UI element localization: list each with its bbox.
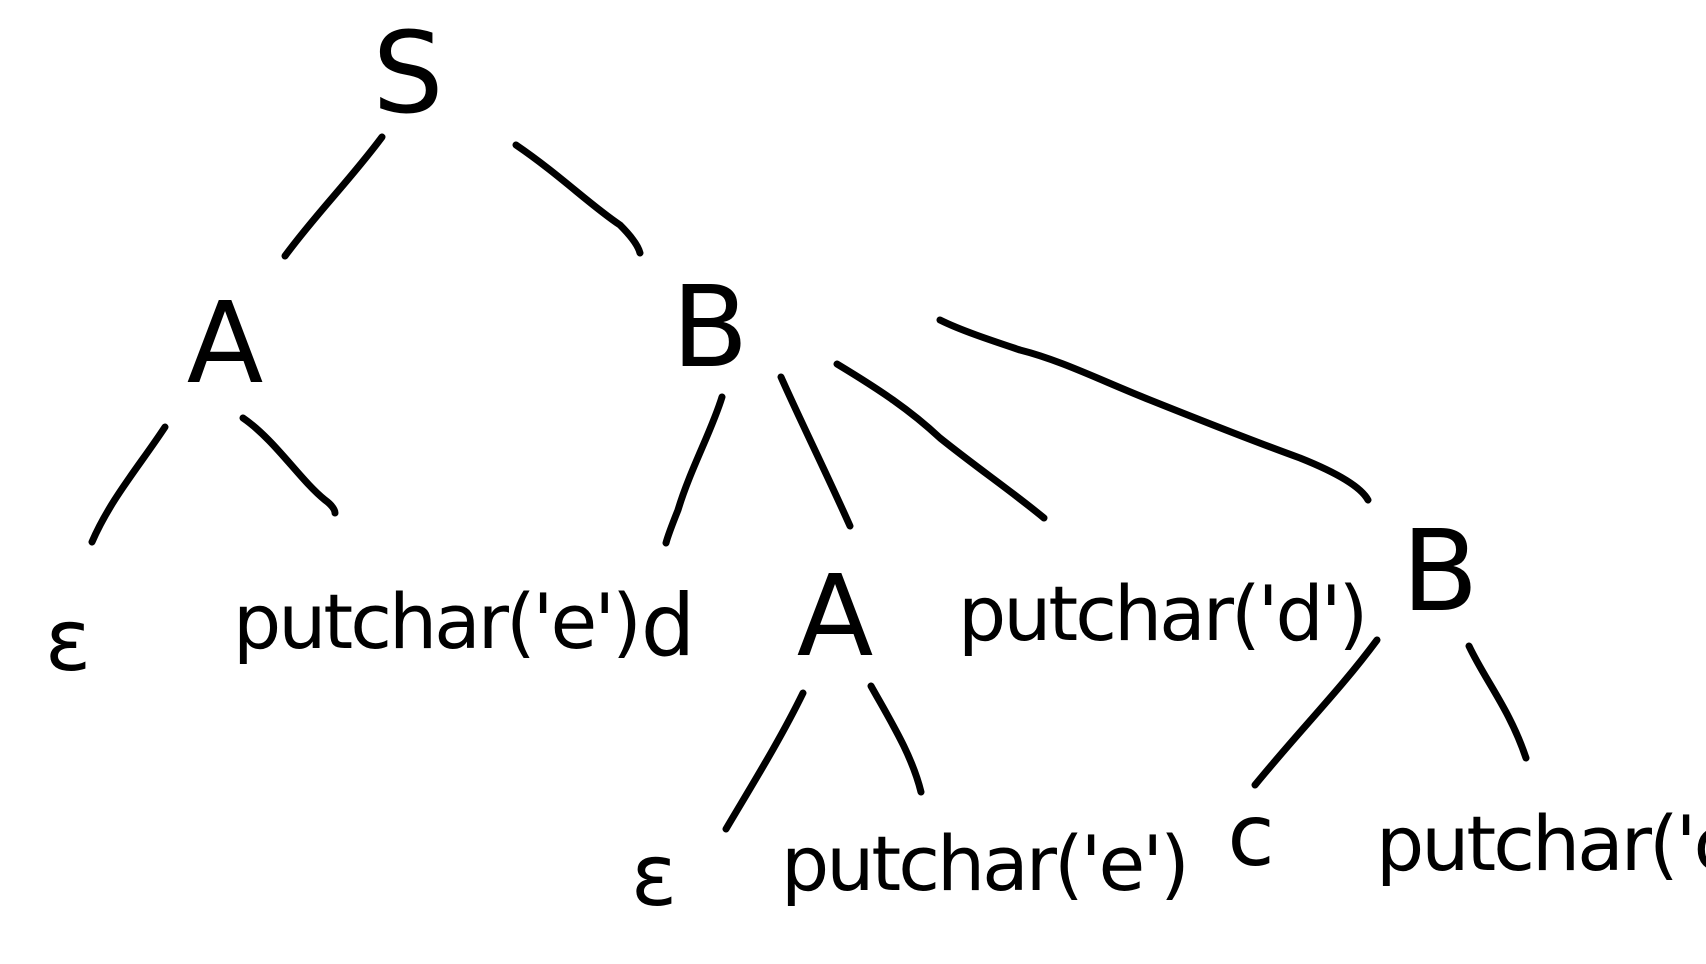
- edge-b2-putchar: [1465, 642, 1530, 762]
- node-b-far-right: B: [1402, 507, 1479, 637]
- edge-b-a: [777, 373, 854, 530]
- node-b-right: B: [672, 263, 749, 393]
- edge-b2-c: [1251, 636, 1381, 789]
- tree-edges: [88, 133, 1530, 833]
- edge-a-putchar: [239, 414, 339, 517]
- node-epsilon-2: ε: [631, 826, 678, 926]
- edge-s-a: [281, 133, 386, 260]
- node-epsilon-1: ε: [45, 591, 92, 691]
- edge-a-epsilon: [88, 423, 169, 546]
- edge-a2-putchar: [867, 682, 925, 796]
- node-d: d: [641, 576, 696, 676]
- node-a-left: A: [187, 279, 264, 409]
- node-putchar-e-1: putchar('e'): [233, 577, 639, 666]
- node-putchar-d: putchar('d'): [958, 569, 1365, 658]
- edge-s-b: [512, 141, 644, 257]
- node-s: S: [372, 9, 443, 139]
- edge-b-d: [662, 393, 726, 547]
- edge-b-putchar: [833, 360, 1048, 522]
- node-a-middle: A: [797, 552, 874, 682]
- edge-a2-epsilon: [722, 689, 807, 833]
- node-c: c: [1227, 786, 1274, 886]
- edge-b-b: [936, 316, 1372, 504]
- node-putchar-c: putchar('c'): [1376, 799, 1706, 888]
- tree-nodes: S A B ε putchar('e') d A putchar('d') B …: [45, 9, 1706, 926]
- node-putchar-e-2: putchar('e'): [781, 819, 1187, 908]
